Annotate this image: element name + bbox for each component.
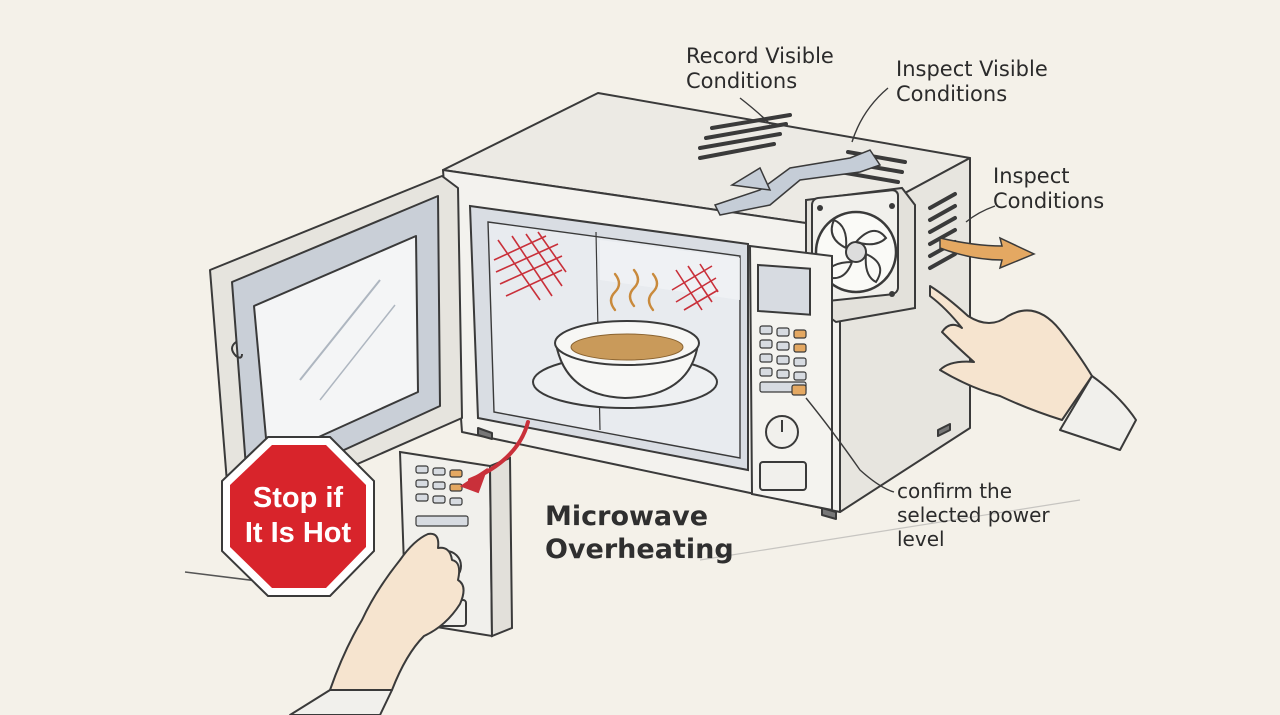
callout-line: Inspect Visible [896,57,1048,81]
callout-inspect-conditions: Inspect Conditions [993,164,1104,214]
food-bowl [532,320,718,409]
callout-line: level [897,527,945,551]
stop-sign-icon [221,436,375,597]
steam-icon [609,268,659,312]
microwave-door [209,175,463,521]
top-vent-icon [698,113,907,184]
pointing-hand-icon [929,285,1137,451]
title-line: Overheating [545,534,734,565]
airflow-arrow-icon [713,149,882,216]
diagram-title: Microwave Overheating [545,500,734,566]
callout-line: Conditions [686,69,798,93]
stop-sign-text: Stop if It Is Hot [222,481,374,551]
callout-leaders [739,87,996,493]
exhaust-arrow-icon [939,236,1036,270]
callout-line: Conditions [896,82,1008,106]
callout-line: Inspect [993,164,1070,188]
callout-inspect-visible-conditions: Inspect Visible Conditions [896,57,1048,107]
control-panel [748,244,833,512]
heat-hotspot-icon [493,231,719,311]
callout-line: Record Visible [686,44,834,68]
turning-hand-icon [289,532,465,715]
title-line: Microwave [545,501,709,532]
callout-record-visible-conditions: Record Visible Conditions [686,44,834,94]
stop-sign-line: Stop if [252,482,344,514]
callout-line: confirm the [897,479,1013,503]
callout-confirm-power-level: confirm the selected power level [897,479,1050,551]
stop-sign-line: It Is Hot [244,517,352,549]
callout-line: selected power [897,503,1050,527]
callout-line: Conditions [993,189,1105,213]
